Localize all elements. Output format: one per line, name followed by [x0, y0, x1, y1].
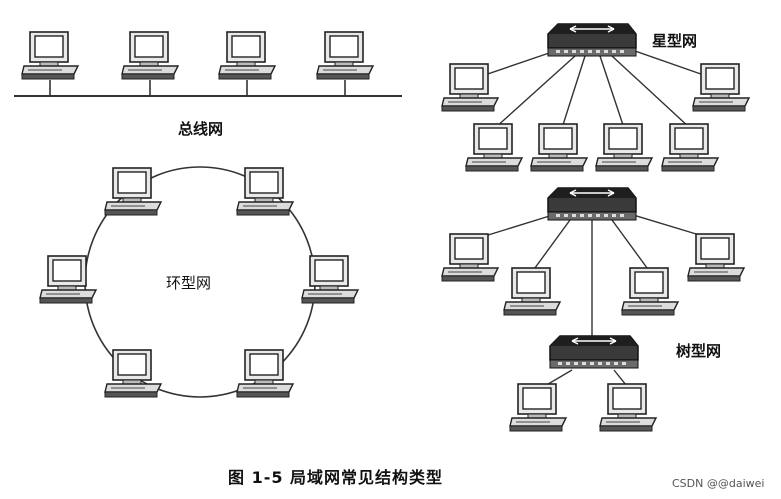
tree-topology-label: 树型网: [676, 342, 722, 360]
star-computer-bottom-2: [530, 123, 588, 172]
ring-topology-label: 环型网: [166, 274, 212, 292]
bus-computer-3: [218, 31, 276, 80]
star-topology-label: 星型网: [652, 32, 698, 50]
star-links: [469, 49, 719, 129]
ring-topology: [39, 166, 359, 398]
watermark: CSDN @@daiwei: [672, 477, 765, 490]
star-hub: [547, 23, 637, 57]
star-computer-left: [441, 63, 499, 112]
ring-computer-bottom-right: [236, 349, 294, 398]
ring-computer-bottom-left: [104, 349, 162, 398]
bus-drop-lines: [49, 80, 346, 96]
tree-computer-mid-right: [621, 267, 679, 316]
tree-computer-leaf-right: [599, 383, 657, 432]
tree-child-hub: [549, 335, 639, 369]
bus-computer-1: [21, 31, 79, 80]
bus-topology: [14, 31, 402, 97]
tree-computer-mid-left: [503, 267, 561, 316]
figure-caption: 图 1-5 局域网常见结构类型: [228, 468, 444, 487]
star-computer-bottom-4: [661, 123, 719, 172]
tree-computer-right: [687, 233, 745, 282]
tree-root-hub: [547, 187, 637, 221]
bus-computer-4: [316, 31, 374, 80]
star-computer-right: [692, 63, 750, 112]
ring-computer-left: [39, 255, 97, 304]
star-topology: [441, 23, 750, 172]
tree-topology: [441, 187, 745, 432]
tree-computer-left: [441, 233, 499, 282]
star-computer-bottom-3: [595, 123, 653, 172]
ring-computer-top-left: [104, 167, 162, 216]
tree-computer-leaf-left: [509, 383, 567, 432]
star-computer-bottom-1: [465, 123, 523, 172]
bus-topology-label: 总线网: [178, 120, 224, 138]
ring-computer-right: [301, 255, 359, 304]
ring-computer-top-right: [236, 167, 294, 216]
bus-computer-2: [121, 31, 179, 80]
